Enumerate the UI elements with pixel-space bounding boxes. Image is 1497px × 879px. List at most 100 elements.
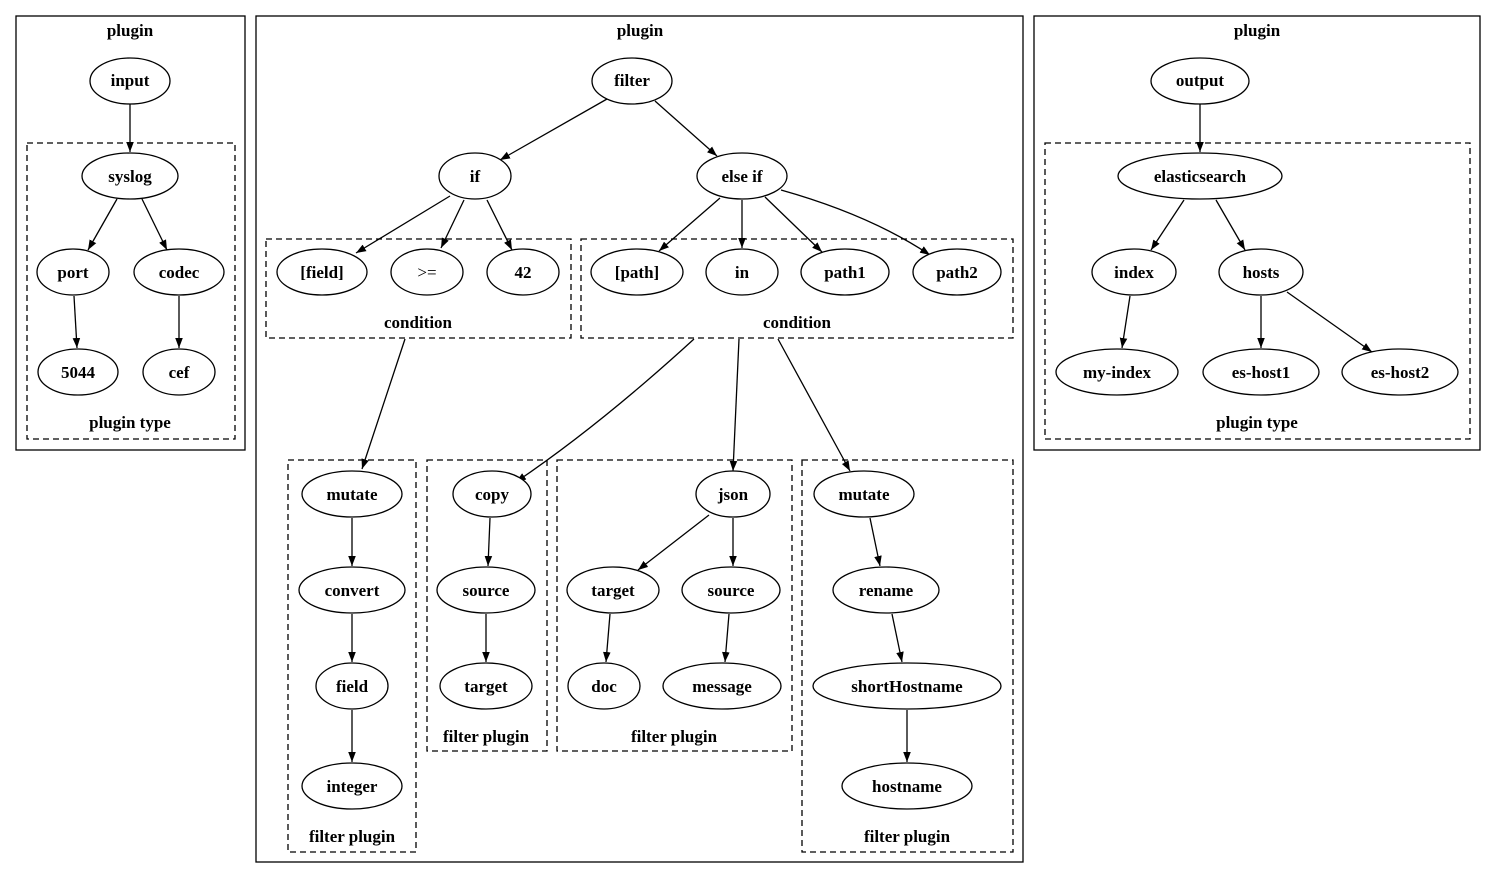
- node-doc[interactable]: doc: [567, 662, 641, 710]
- cluster-filter-plugin-json: filter plugin: [556, 459, 793, 752]
- node-hostname[interactable]: hostname: [841, 762, 973, 810]
- cluster-label: condition: [384, 313, 453, 332]
- cluster-label: filter plugin: [443, 727, 530, 746]
- node-label: [path]: [615, 263, 659, 282]
- edge-elasticsearch-hosts: [1215, 199, 1246, 251]
- node-elasticsearch[interactable]: elasticsearch: [1117, 152, 1283, 200]
- edge-if-field: [355, 195, 451, 254]
- node-json-target[interactable]: target: [566, 566, 660, 614]
- node-gte[interactable]: >=: [390, 248, 464, 296]
- cluster-border: [15, 15, 246, 451]
- node-label: [field]: [300, 263, 343, 282]
- node-port[interactable]: port: [36, 248, 110, 296]
- edge-mutate-rename: [869, 517, 882, 567]
- node-field[interactable]: field: [315, 662, 389, 710]
- node-label: 42: [515, 263, 532, 282]
- node-in[interactable]: in: [705, 248, 779, 296]
- cluster-plugin-filter: plugin: [255, 15, 1024, 863]
- node-label: rename: [859, 581, 914, 600]
- edges: [72, 98, 1373, 762]
- node-label: >=: [417, 263, 436, 282]
- node-path1[interactable]: path1: [800, 248, 890, 296]
- node-label: if: [470, 167, 481, 186]
- node-label: mutate: [327, 485, 378, 504]
- node-copy[interactable]: copy: [452, 470, 532, 518]
- cluster-border: [580, 238, 1014, 339]
- node-shorthostname[interactable]: shortHostname: [812, 662, 1002, 710]
- node-42[interactable]: 42: [486, 248, 560, 296]
- edge-condition-mutate: [361, 338, 406, 470]
- node-json[interactable]: json: [695, 470, 771, 518]
- node-label: source: [708, 581, 755, 600]
- node-mutate[interactable]: mutate: [301, 470, 403, 518]
- cluster-plugin-input: plugin: [15, 15, 246, 451]
- node-label: 5044: [61, 363, 96, 382]
- cluster-label: filter plugin: [631, 727, 718, 746]
- node-label: es-host2: [1371, 363, 1430, 382]
- cluster-label: plugin: [617, 21, 664, 40]
- node-label: hosts: [1243, 263, 1280, 282]
- node-label: output: [1176, 71, 1225, 90]
- node-label: path2: [936, 263, 978, 282]
- node-label: mutate: [839, 485, 890, 504]
- node-json-source[interactable]: source: [681, 566, 781, 614]
- node-label: path1: [824, 263, 866, 282]
- node-convert[interactable]: convert: [298, 566, 406, 614]
- edge-filter-if: [499, 98, 608, 161]
- edge-index-myindex: [1119, 295, 1131, 349]
- cluster-label: plugin: [1234, 21, 1281, 40]
- node-5044[interactable]: 5044: [37, 348, 119, 396]
- edge-json-target: [637, 514, 710, 571]
- node-my-index[interactable]: my-index: [1055, 348, 1179, 396]
- node-label: es-host1: [1232, 363, 1291, 382]
- node-message[interactable]: message: [662, 662, 782, 710]
- edge-syslog-port: [87, 198, 118, 251]
- node-label: input: [111, 71, 150, 90]
- edge-copy-source: [484, 517, 493, 567]
- cluster-label: plugin type: [1216, 413, 1298, 432]
- node-index[interactable]: index: [1091, 248, 1177, 296]
- node-else-if[interactable]: else if: [696, 152, 788, 200]
- cluster-border: [255, 15, 1024, 863]
- edge-rename-shorthostname: [891, 613, 904, 663]
- nodes: input syslog port codec 5044 cef filter: [36, 57, 1459, 810]
- node-cef[interactable]: cef: [142, 348, 216, 396]
- node-copy-target[interactable]: target: [439, 662, 533, 710]
- node-label: message: [692, 677, 752, 696]
- cluster-plugin-type-output: plugin type: [1044, 142, 1471, 440]
- cluster-filter-plugin-mutate-convert: filter plugin: [287, 459, 417, 853]
- edge-elasticsearch-index: [1150, 199, 1185, 251]
- node-path2[interactable]: path2: [912, 248, 1002, 296]
- node-output[interactable]: output: [1150, 57, 1250, 105]
- node-integer[interactable]: integer: [301, 762, 403, 810]
- cluster-condition-if: condition: [265, 238, 572, 339]
- node-label: hostname: [872, 777, 942, 796]
- cluster-border: [265, 238, 572, 339]
- node-label: filter: [614, 71, 650, 90]
- node-syslog[interactable]: syslog: [81, 152, 179, 200]
- node-field-condition[interactable]: [field]: [276, 248, 368, 296]
- node-es-host2[interactable]: es-host2: [1341, 348, 1459, 396]
- node-mutate-rename[interactable]: mutate: [813, 470, 915, 518]
- node-label: else if: [721, 167, 762, 186]
- cluster-condition-else-if: condition: [580, 238, 1014, 339]
- cluster-border: [801, 459, 1014, 853]
- node-codec[interactable]: codec: [133, 248, 225, 296]
- node-es-host1[interactable]: es-host1: [1202, 348, 1320, 396]
- node-if[interactable]: if: [438, 152, 512, 200]
- cluster-border: [1033, 15, 1481, 451]
- node-label: source: [463, 581, 510, 600]
- node-label: shortHostname: [851, 677, 963, 696]
- edge-target-doc: [603, 613, 611, 663]
- node-label: copy: [475, 485, 510, 504]
- node-rename[interactable]: rename: [832, 566, 940, 614]
- node-copy-source[interactable]: source: [436, 566, 536, 614]
- node-filter[interactable]: filter: [591, 57, 673, 105]
- node-path[interactable]: [path]: [590, 248, 684, 296]
- node-hosts[interactable]: hosts: [1218, 248, 1304, 296]
- node-input[interactable]: input: [89, 57, 171, 105]
- edge-elseif-path: [658, 197, 721, 252]
- node-label: syslog: [108, 167, 152, 186]
- edge-port-5044: [72, 295, 81, 349]
